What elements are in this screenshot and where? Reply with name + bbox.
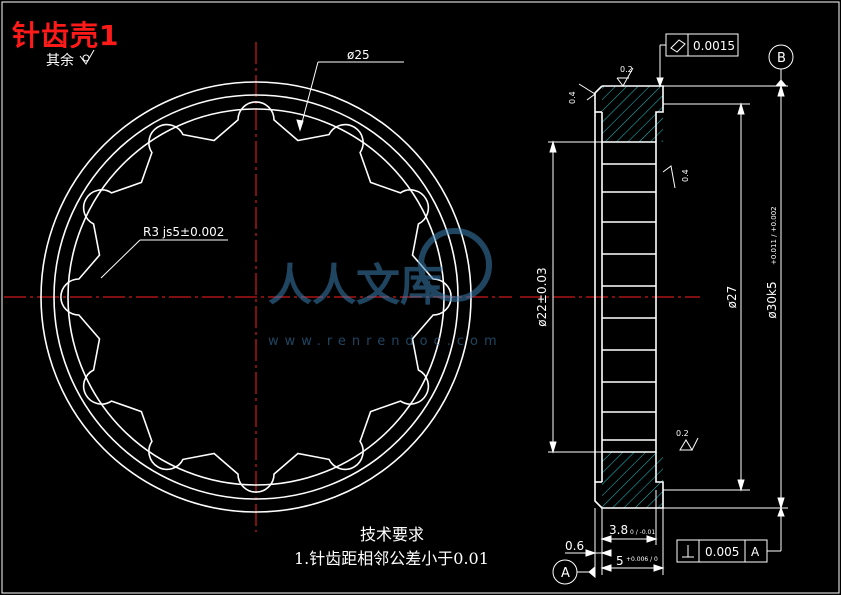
- dia-25-leader: [296, 61, 404, 132]
- datum-b: [768, 44, 794, 87]
- radius-leader: [100, 239, 228, 279]
- watermark-url: www.renrendoc.com: [268, 334, 503, 349]
- pin-tooth-profile: [60, 101, 452, 493]
- other-roughness-label: 其余: [46, 53, 74, 69]
- inner-dia-label: ø27: [725, 286, 739, 309]
- watermark-text: 人人文库: [268, 260, 444, 311]
- hatch-bottom: [602, 452, 663, 508]
- dia-25-label: ø25: [347, 48, 370, 62]
- drawing-title: 针齿壳1: [12, 19, 120, 52]
- roughness-left: 0.4: [568, 91, 577, 104]
- width-tolerance: +0.006 / 0: [626, 556, 658, 563]
- roughness-symbols: [578, 67, 699, 451]
- width-inner-label: 3.8: [609, 523, 628, 537]
- watermark: 人人文库 www.renrendoc.com: [268, 228, 503, 349]
- roughness-bottom: 0.2: [676, 429, 689, 438]
- roughness-top: 0.2: [620, 65, 633, 74]
- roughness-right: 0.4: [681, 169, 690, 182]
- pin-slot-lines: [602, 163, 656, 441]
- datum-a: [552, 559, 596, 585]
- width-label: 5: [616, 554, 624, 568]
- width-inner-tolerance: 0 / -0.01: [630, 529, 655, 536]
- perpendicularity-datum: A: [751, 545, 760, 559]
- other-roughness-note: 其余: [46, 50, 74, 70]
- datum-b-label: B: [777, 51, 786, 66]
- tech-requirements-note: 1.针齿距相邻公差小于0.01: [294, 549, 489, 568]
- other-roughness-symbol: [79, 49, 95, 65]
- front-view: ø25 R3 js5±0.002: [4, 42, 512, 532]
- section-view: ø22±0.03 ø27 ø30k5 +0.011 / +0.002 3.8 0…: [520, 33, 794, 585]
- section-outline: [594, 85, 664, 509]
- radius-label: R3 js5±0.002: [143, 225, 224, 239]
- outer-dia-tolerance: +0.011 / +0.002: [770, 206, 778, 265]
- chamfer-label: 0.6: [565, 539, 584, 553]
- flatness-value: 0.0015: [693, 39, 735, 53]
- perpendicularity-frame: [676, 506, 785, 563]
- perpendicularity-value: 0.005: [705, 545, 739, 559]
- section-dimensions: [548, 84, 788, 575]
- datum-a-label: A: [561, 566, 570, 581]
- flatness-frame: [656, 33, 739, 88]
- bore-dia-label: ø22±0.03: [535, 267, 549, 326]
- hatch-top: [602, 86, 663, 142]
- tech-requirements-title: 技术要求: [360, 525, 425, 544]
- outer-dia-label: ø30k5: [765, 281, 779, 318]
